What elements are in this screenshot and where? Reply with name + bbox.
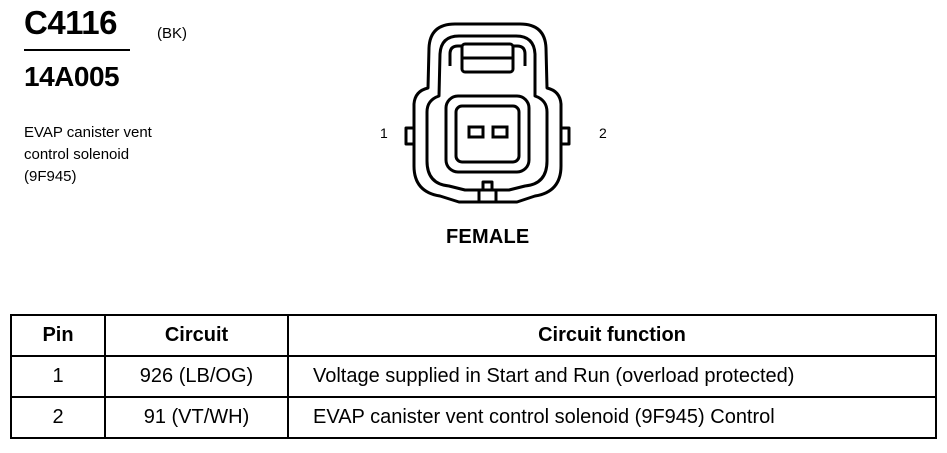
- column-header-pin: Pin: [10, 314, 106, 357]
- table-row: 1 926 (LB/OG) Voltage supplied in Start …: [10, 355, 937, 398]
- pin-2-terminal: [491, 125, 509, 139]
- circuit-cell: 926 (LB/OG): [104, 355, 289, 398]
- connector-id: C4116: [24, 4, 117, 41]
- pin-label-2: 2: [599, 125, 607, 141]
- function-cell: EVAP canister vent control solenoid (9F9…: [287, 396, 937, 439]
- inner-housing-outline: [425, 34, 549, 192]
- component-description: EVAP canister vent control solenoid (9F9…: [24, 122, 152, 188]
- pin-label-1: 1: [380, 125, 388, 141]
- housing-outline: [412, 22, 563, 204]
- part-number: 14A005: [24, 61, 120, 92]
- pin-table: Pin Circuit Circuit function 1 926 (LB/O…: [10, 314, 937, 439]
- column-header-function: Circuit function: [287, 314, 937, 357]
- function-cell: Voltage supplied in Start and Run (overl…: [287, 355, 937, 398]
- connector-face-diagram: [404, 22, 571, 204]
- pin-cell: 2: [10, 396, 106, 439]
- table-header-row: Pin Circuit Circuit function: [10, 314, 937, 357]
- connector-id-underline: [24, 49, 130, 51]
- pin-1-terminal: [467, 125, 485, 139]
- connector-gender-label: FEMALE: [446, 226, 530, 248]
- description-line: control solenoid: [24, 146, 130, 163]
- table-row: 2 91 (VT/WH) EVAP canister vent control …: [10, 396, 937, 439]
- column-header-circuit: Circuit: [104, 314, 289, 357]
- description-line: EVAP canister vent: [24, 124, 152, 141]
- color-code: (BK): [157, 25, 187, 42]
- pin-cell: 1: [10, 355, 106, 398]
- circuit-cell: 91 (VT/WH): [104, 396, 289, 439]
- description-line: (9F945): [24, 168, 77, 185]
- terminal-cavity-block: [444, 94, 531, 174]
